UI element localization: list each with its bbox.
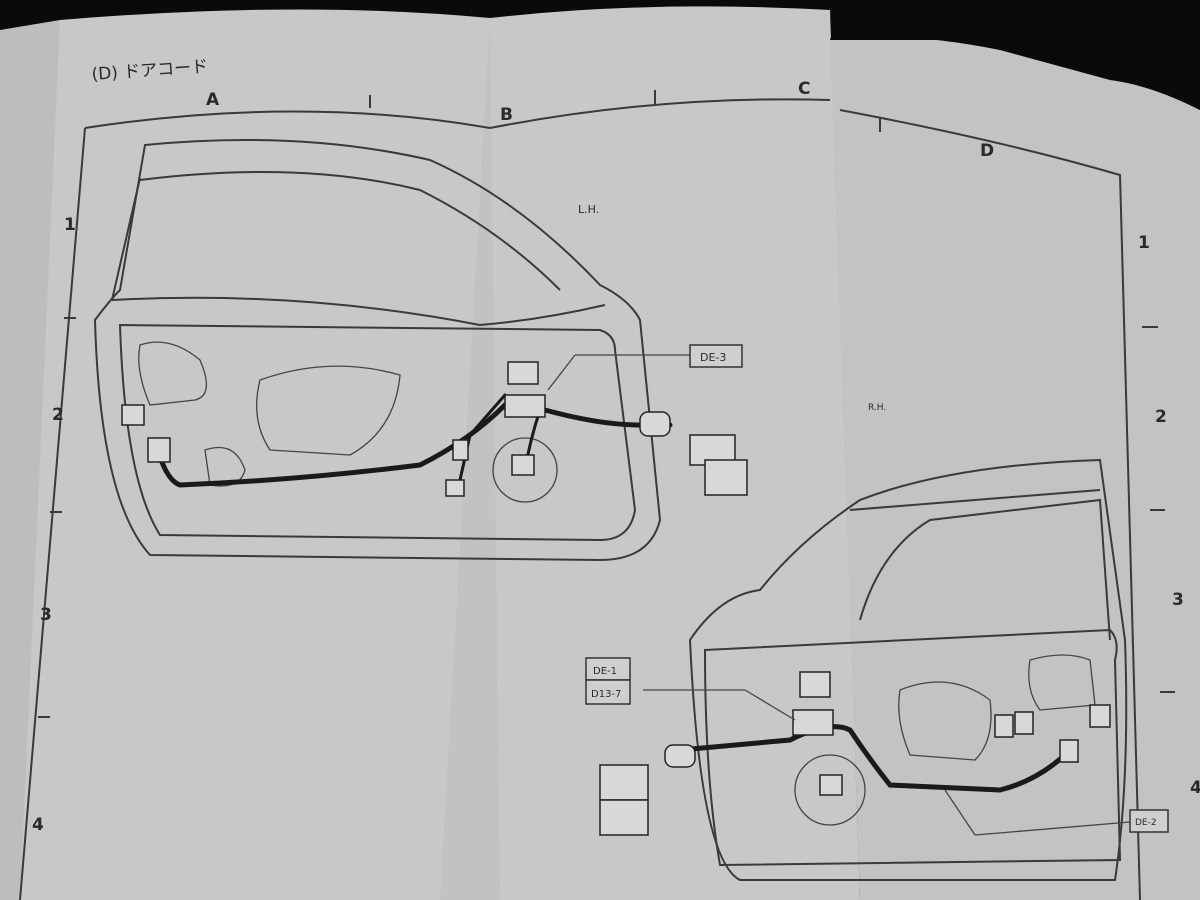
- right-door-label: R.H.: [868, 403, 886, 413]
- callout-de-3: [689, 344, 743, 368]
- callout-d13-7: [585, 679, 631, 705]
- row-label-1-right: 1: [1138, 233, 1150, 253]
- row-label-3-left: 3: [40, 605, 52, 625]
- frame-top-left: [84, 98, 831, 130]
- callout-de-2-label: DE-2: [1135, 818, 1157, 828]
- row-label-3-right: 3: [1172, 590, 1184, 610]
- callout-de-1-label: DE-1: [593, 666, 617, 677]
- left-door-diagram: [93, 139, 748, 562]
- callout-de-3-label: DE-3: [700, 351, 726, 364]
- callout-de-2: [1129, 809, 1169, 833]
- callout-d13-7-label: D13-7: [591, 689, 621, 700]
- row-label-4-right: 4: [1190, 778, 1200, 798]
- column-label-d: D: [980, 141, 994, 161]
- row-label-1-left: 1: [64, 215, 76, 235]
- left-door-label: L.H.: [578, 203, 599, 216]
- column-label-a: A: [206, 90, 220, 110]
- background: [830, 3, 1200, 110]
- row-label-2-right: 2: [1155, 407, 1167, 427]
- frame-left: [19, 127, 86, 900]
- frame-right: [839, 109, 1141, 900]
- row-label-4-left: 4: [32, 815, 44, 835]
- row-label-2-left: 2: [52, 405, 64, 425]
- column-label-b: B: [500, 105, 513, 125]
- right-door-diagram: [599, 458, 1131, 881]
- column-label-c: C: [798, 79, 810, 99]
- right-page: [830, 36, 1200, 900]
- page-fold-shadow: [440, 18, 500, 900]
